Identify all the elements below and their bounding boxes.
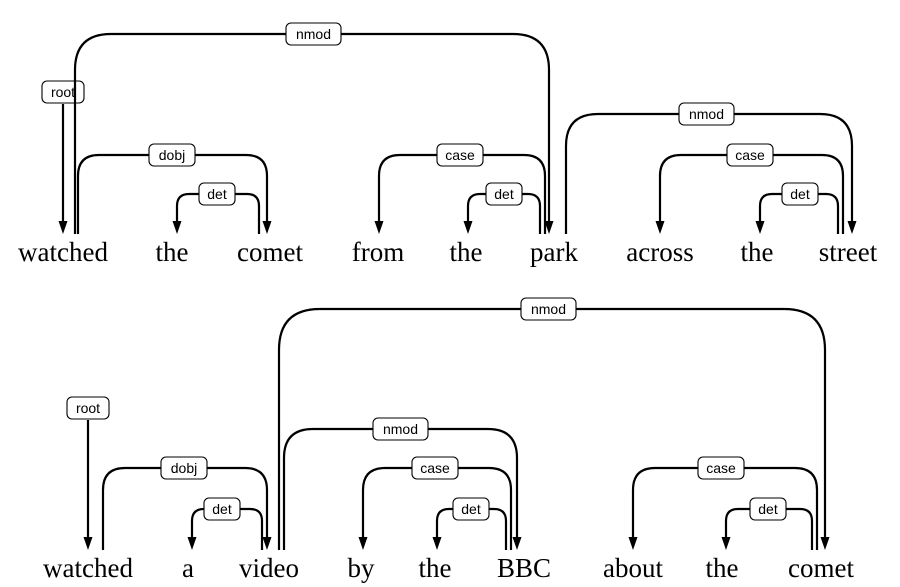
word: watched (18, 237, 108, 267)
arc-label: case (445, 147, 475, 163)
sentence-1-words: watched the comet from the park across t… (18, 237, 878, 267)
arc-label: case (735, 147, 765, 163)
sentence-1: watched the comet from the park across t… (18, 22, 878, 267)
arc-label: nmod (689, 106, 724, 122)
arc-label: det (207, 186, 227, 202)
arc-label: nmod (296, 26, 331, 42)
word: about (603, 553, 663, 583)
word: the (419, 553, 452, 583)
arc-label: det (790, 186, 810, 202)
word: the (741, 237, 774, 267)
arc-label: case (706, 460, 736, 476)
arc-label: case (420, 460, 450, 476)
arc-label: det (494, 186, 514, 202)
arc-label: dobj (171, 460, 197, 476)
word: video (239, 553, 299, 583)
dependency-arc: root (41, 80, 85, 234)
arc-label: det (212, 501, 232, 517)
dependency-arc: case (374, 143, 547, 234)
dependency-arc: dobj (76, 143, 272, 234)
dependency-arc: dobj (101, 456, 272, 550)
arc-label: root (76, 400, 100, 416)
dependency-arc: case (358, 456, 513, 550)
word: watched (43, 553, 133, 583)
word: the (156, 237, 189, 267)
dependency-arc: det (463, 182, 542, 234)
dependency-arc: case (628, 456, 819, 550)
word: a (182, 553, 194, 583)
dependency-arc: nmod (73, 22, 554, 234)
dependency-arc: det (432, 497, 508, 550)
word: comet (788, 553, 854, 583)
dependency-arc: nmod (564, 102, 857, 234)
word: across (626, 237, 693, 267)
dependency-arc: det (172, 182, 261, 234)
arc-label: nmod (531, 301, 566, 317)
arc-label: det (461, 501, 481, 517)
arc-label: dobj (159, 147, 185, 163)
word: street (819, 237, 878, 267)
dependency-arc: det (721, 497, 814, 550)
word: BBC (497, 553, 551, 583)
dependency-arc: case (655, 143, 845, 234)
word: park (530, 237, 578, 267)
arc-label: det (758, 501, 778, 517)
arc-label: root (51, 84, 75, 100)
sentence-2-words: watched a video by the BBC about the com… (43, 553, 854, 583)
word: from (352, 237, 404, 267)
dependency-arc: nmod (277, 297, 830, 550)
word: comet (237, 237, 303, 267)
dependency-arc: nmod (282, 417, 522, 550)
word: by (348, 553, 376, 583)
dependency-arc: det (755, 182, 840, 234)
dependency-arc: det (187, 497, 264, 550)
word: the (706, 553, 739, 583)
word: the (450, 237, 483, 267)
dependency-arc: root (66, 396, 110, 550)
arc-label: nmod (383, 421, 418, 437)
sentence-2: watched a video by the BBC about the com… (43, 297, 854, 583)
